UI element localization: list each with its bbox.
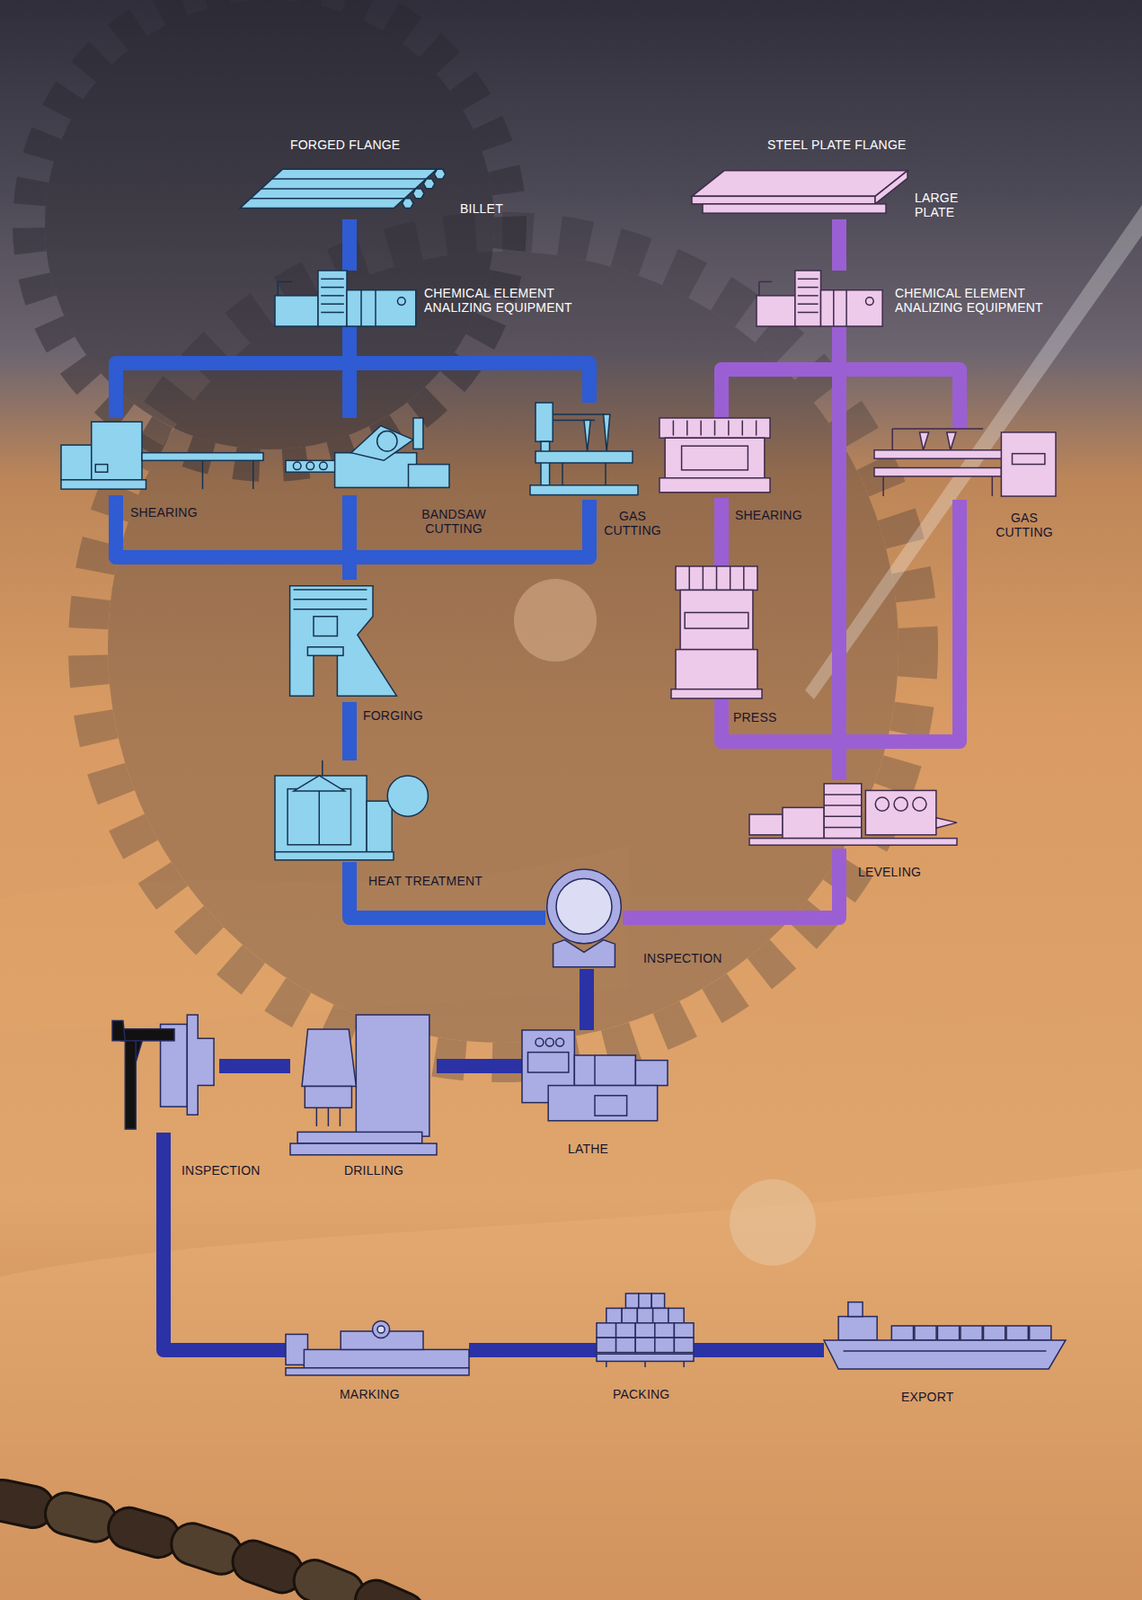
machine-icon [749, 779, 957, 849]
process-step: PACKING [596, 1292, 694, 1367]
flow-line [839, 326, 960, 429]
sprocket [88, 231, 919, 1063]
machine-icon [874, 428, 1056, 500]
flow-line [469, 1342, 597, 1357]
step-label: EXPORT [901, 1389, 955, 1404]
machine-icon [290, 1014, 437, 1158]
process-step: LATHE [522, 1029, 668, 1131]
process-step: CHEMICAL ELEMENT ANALIZING EQUIPMENT [756, 270, 886, 327]
machine-icon [691, 168, 908, 220]
step-label: GAS CUTTING [596, 508, 669, 538]
process-step: PRESS [671, 566, 762, 699]
flow-line [622, 848, 840, 918]
flow-line [436, 1058, 523, 1073]
flow-line [342, 219, 357, 271]
sprocket-hole [513, 578, 597, 662]
step-label: INSPECTION [181, 1162, 261, 1178]
column-heading: STEEL PLATE FLANGE [767, 137, 907, 152]
machine-icon [823, 1300, 1066, 1373]
step-label: LATHE [567, 1141, 609, 1156]
machine-icon [522, 1029, 668, 1131]
process-step: LARGE PLATE [691, 168, 908, 220]
machine-icon [239, 163, 454, 220]
process-step: BANDSAW CUTTING [285, 417, 450, 496]
machine-icon [285, 417, 450, 496]
flow-line [115, 495, 350, 580]
column-heading: FORGED FLANGE [290, 137, 400, 152]
process-step: SHEARING [61, 417, 264, 496]
step-label: SHEARING [130, 504, 198, 520]
machine-icon [61, 417, 264, 496]
process-step: INSPECTION [112, 1014, 220, 1133]
process-step: CHEMICAL ELEMENT ANALIZING EQUIPMENT [274, 270, 419, 327]
flow-line [693, 1342, 824, 1357]
process-step: LEVELING [749, 779, 957, 849]
flow-line [832, 219, 847, 271]
step-label: FORGING [362, 708, 424, 723]
flow-line [349, 326, 590, 403]
flow-line [219, 1058, 291, 1073]
flow-line [721, 326, 840, 418]
machine-icon [659, 417, 771, 498]
step-label: CHEMICAL ELEMENT ANALIZING EQUIPMENT [894, 285, 1080, 315]
process-step: HEAT TREATMENT [274, 760, 434, 862]
step-label: SHEARING [734, 507, 803, 523]
flow-line [342, 701, 357, 761]
process-step: EXPORT [823, 1300, 1066, 1373]
machine-icon [596, 1292, 694, 1367]
flow-line [832, 326, 847, 780]
process-step: BILLET [239, 163, 454, 220]
machine-icon [274, 270, 419, 327]
step-label: LARGE PLATE [914, 190, 969, 220]
machine-icon [285, 1315, 470, 1377]
process-step: DRILLING [290, 1014, 437, 1158]
process-step: GAS CUTTING [530, 402, 638, 500]
flow-line [721, 698, 840, 780]
flow-line [163, 1132, 286, 1350]
step-label: CHEMICAL ELEMENT ANALIZING EQUIPMENT [424, 285, 609, 315]
step-label: HEAT TREATMENT [368, 873, 483, 888]
light-beam [805, 204, 1142, 700]
machine-icon [112, 1014, 220, 1133]
step-label: PRESS [733, 709, 777, 725]
step-label: BILLET [460, 201, 504, 216]
machine-icon [756, 270, 886, 327]
step-label: MARKING [339, 1386, 400, 1401]
flow-line [349, 861, 546, 918]
chain [0, 1475, 432, 1600]
step-label: LEVELING [858, 864, 921, 879]
flow-line [714, 497, 729, 567]
process-step: SHEARING [659, 417, 771, 498]
process-step: GAS CUTTING [874, 428, 1056, 500]
flow-line [579, 968, 594, 1030]
step-label: DRILLING [344, 1162, 404, 1178]
flow-line [115, 326, 350, 418]
machine-icon [274, 760, 434, 862]
process-step: INSPECTION [545, 864, 623, 969]
process-step: FORGING [283, 579, 403, 702]
machine-icon [283, 579, 403, 702]
flow-line [839, 499, 960, 780]
machine-icon [545, 864, 623, 969]
machine-icon [671, 566, 762, 699]
step-label: INSPECTION [643, 950, 723, 965]
flow-line [349, 499, 590, 580]
step-label: GAS CUTTING [988, 510, 1061, 540]
process-step: MARKING [285, 1315, 470, 1377]
machine-icon [530, 402, 638, 500]
sand-dune [0, 1168, 1142, 1600]
sprocket-hole [729, 1178, 816, 1266]
step-label: PACKING [612, 1386, 670, 1401]
step-label: BANDSAW CUTTING [415, 506, 493, 536]
